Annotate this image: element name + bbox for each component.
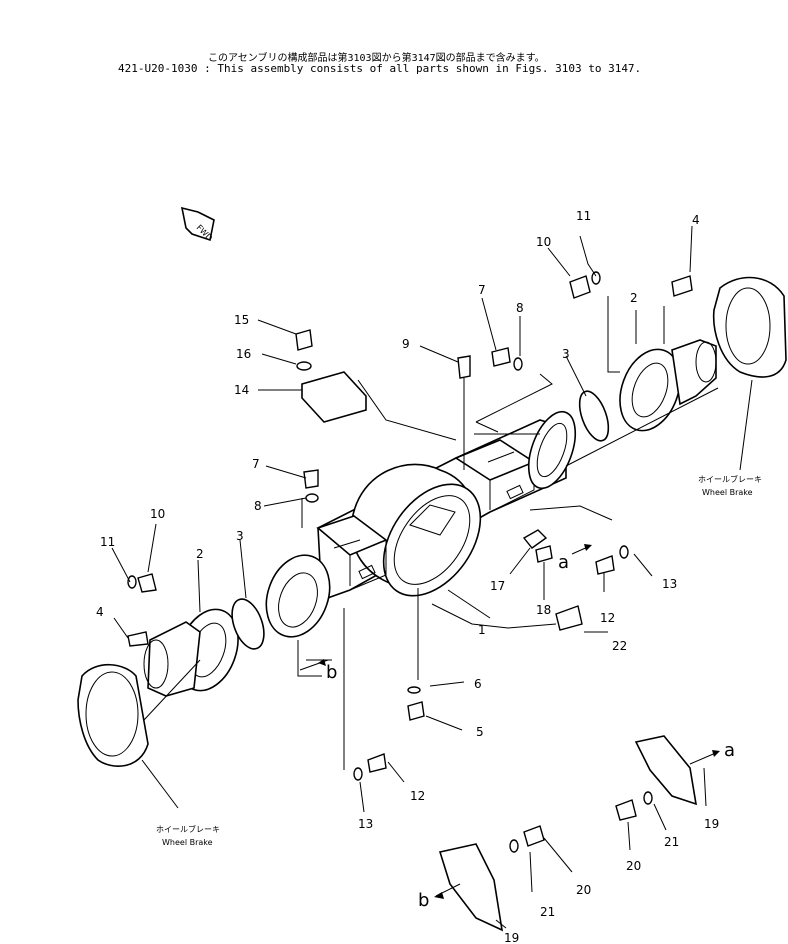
wheel-brake-labels: ホイールブレーキ Wheel Brake ホイールブレーキ Wheel Brak… bbox=[156, 474, 762, 847]
plate-22 bbox=[555, 605, 583, 631]
brake-guard-left bbox=[438, 843, 504, 932]
bolt-15 bbox=[295, 329, 313, 351]
header-note-japanese: このアセンブリの構成部品は第3103図から第3147図の部品まで含みます。 bbox=[208, 53, 545, 64]
callout: 6 bbox=[474, 677, 482, 691]
plug-10-left bbox=[137, 573, 157, 593]
callout: 18 bbox=[536, 603, 551, 617]
callout: 22 bbox=[612, 639, 627, 653]
o-ring-11-left bbox=[127, 575, 137, 589]
fwd-arrow-icon: FWD bbox=[180, 206, 215, 243]
callout: 20 bbox=[576, 883, 591, 897]
cover-17 bbox=[522, 529, 548, 549]
callout: 12 bbox=[410, 789, 425, 803]
o-ring-right bbox=[578, 390, 610, 442]
bolt-4-right bbox=[671, 275, 693, 297]
view-arrows bbox=[299, 544, 720, 899]
callout: 1 bbox=[478, 623, 486, 637]
callout: 7 bbox=[478, 283, 486, 297]
callout: 4 bbox=[96, 605, 104, 619]
callout: 12 bbox=[600, 611, 615, 625]
callout: 5 bbox=[476, 725, 484, 739]
o-ring-8-upper bbox=[513, 357, 523, 371]
plug-9 bbox=[457, 355, 471, 379]
washer-13-lower bbox=[353, 767, 363, 781]
callout: 13 bbox=[662, 577, 677, 591]
right-wheel-brake bbox=[712, 276, 787, 378]
o-ring-11-right bbox=[591, 271, 601, 285]
bolt-12-lower bbox=[367, 753, 387, 773]
washer-16 bbox=[296, 361, 312, 371]
left-axle-spindle bbox=[143, 608, 239, 697]
callout: 8 bbox=[254, 499, 262, 513]
callout: 19 bbox=[704, 817, 719, 831]
wheel-brake-label-jp: ホイールブレーキ bbox=[156, 824, 220, 834]
callout: 7 bbox=[252, 457, 260, 471]
callout: 11 bbox=[576, 209, 591, 223]
callout: 15 bbox=[234, 313, 249, 327]
callout: 21 bbox=[664, 835, 679, 849]
view-references: a a b b bbox=[326, 552, 735, 911]
washer-21-left bbox=[509, 839, 519, 853]
view-ref-a: a bbox=[558, 552, 569, 573]
bolt-20-left bbox=[523, 825, 545, 847]
view-ref-a: a bbox=[724, 740, 735, 761]
plug-7-lower bbox=[303, 469, 319, 489]
o-ring-left bbox=[231, 598, 265, 650]
washer-13-upper bbox=[619, 545, 629, 559]
callout: 3 bbox=[562, 347, 570, 361]
callout: 20 bbox=[626, 859, 641, 873]
wheel-brake-label-en: Wheel Brake bbox=[162, 838, 213, 847]
callout: 17 bbox=[490, 579, 505, 593]
brake-guard-right bbox=[634, 735, 698, 806]
header-note-english: 421-U20-1030 : This assembly consists of… bbox=[118, 62, 642, 75]
callout: 4 bbox=[692, 213, 700, 227]
callouts: 1 2 2 3 3 4 4 5 6 7 7 8 8 9 10 10 11 11 … bbox=[96, 209, 719, 944]
callout: 9 bbox=[402, 337, 410, 351]
callout: 13 bbox=[358, 817, 373, 831]
callout: 16 bbox=[236, 347, 251, 361]
callout: 3 bbox=[236, 529, 244, 543]
view-ref-b: b bbox=[418, 890, 429, 911]
plug-5 bbox=[407, 701, 425, 721]
washer-21-right bbox=[643, 791, 653, 805]
callout: 8 bbox=[516, 301, 524, 315]
callout: 2 bbox=[630, 291, 638, 305]
callout: 21 bbox=[540, 905, 555, 919]
leader-lines bbox=[111, 225, 753, 929]
bolt-18 bbox=[535, 545, 553, 563]
plug-7-upper bbox=[491, 347, 511, 367]
bracket bbox=[301, 371, 367, 423]
callout: 10 bbox=[150, 507, 165, 521]
bolt-4-left bbox=[127, 631, 149, 647]
left-wheel-brake bbox=[77, 664, 149, 767]
plug-10-right bbox=[569, 275, 591, 299]
wheel-brake-label-en: Wheel Brake bbox=[702, 488, 753, 497]
callout: 19 bbox=[504, 931, 519, 944]
view-ref-b: b bbox=[326, 662, 337, 683]
callout: 14 bbox=[234, 383, 249, 397]
callout: 11 bbox=[100, 535, 115, 549]
o-ring-6 bbox=[407, 686, 421, 694]
wheel-brake-label-jp: ホイールブレーキ bbox=[698, 474, 762, 484]
callout: 10 bbox=[536, 235, 551, 249]
o-ring-8-lower bbox=[305, 493, 319, 503]
bolt-20-right bbox=[615, 799, 637, 821]
right-axle-spindle bbox=[619, 339, 717, 432]
bolt-12-upper bbox=[595, 555, 615, 575]
callout: 2 bbox=[196, 547, 204, 561]
axle-housing bbox=[265, 410, 577, 638]
